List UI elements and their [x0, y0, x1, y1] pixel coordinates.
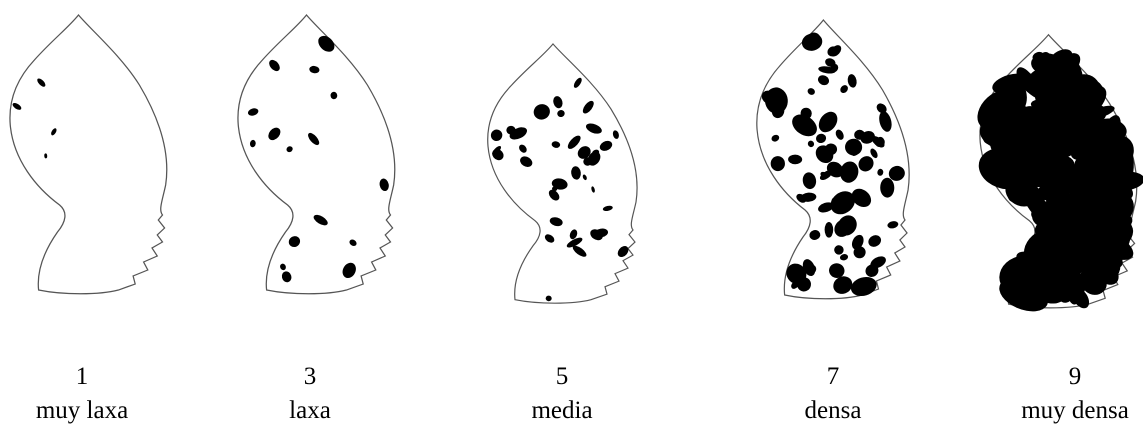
score-1-label: 1 — [76, 362, 89, 392]
score-3-label: 3 — [304, 362, 317, 392]
leaf-outline — [238, 15, 395, 294]
leaf-spot — [825, 222, 834, 238]
leaf-very-sparse — [10, 15, 167, 294]
density-label-muy-densa: muy densa — [1021, 396, 1129, 426]
score-9-label: 9 — [1069, 362, 1082, 392]
leaf-illustrations — [0, 0, 1143, 330]
leaf-outline — [488, 44, 637, 303]
density-label-laxa: laxa — [289, 396, 331, 426]
leaf-very-dense — [970, 35, 1143, 318]
leaf-medium — [488, 44, 637, 303]
density-label-media: media — [531, 396, 592, 426]
leaf-dense — [757, 20, 909, 299]
density-label-densa: densa — [805, 396, 862, 426]
leaf-outline — [10, 15, 167, 294]
score-5-label: 5 — [556, 362, 569, 392]
density-label-muy-laxa: muy laxa — [36, 396, 128, 426]
leaf-sparse — [238, 15, 395, 294]
score-7-label: 7 — [827, 362, 840, 392]
